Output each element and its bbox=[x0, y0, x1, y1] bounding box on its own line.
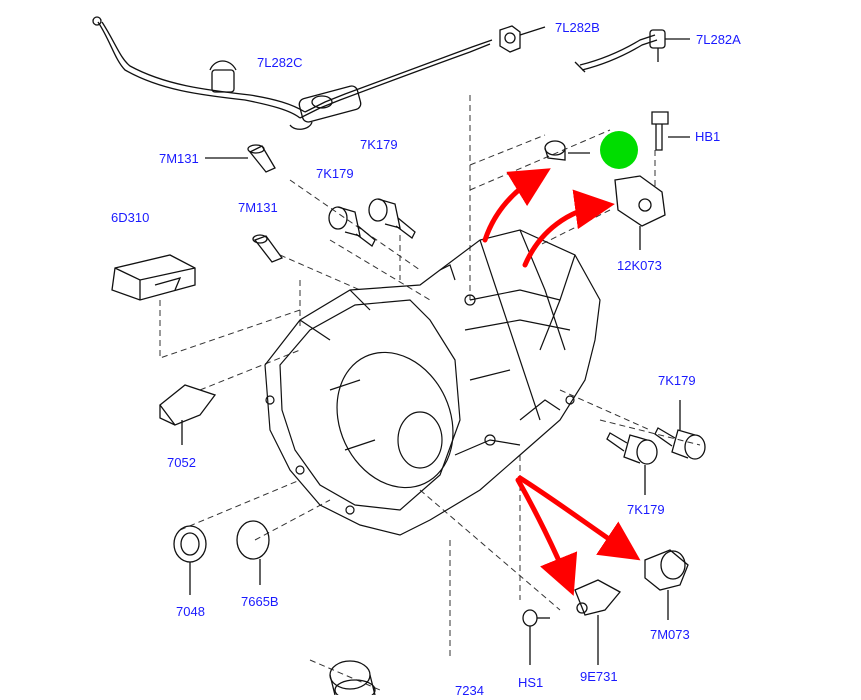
label-hb1[interactable]: HB1 bbox=[695, 129, 721, 144]
bolt-7k179-top-mid[interactable] bbox=[368, 198, 416, 239]
label-7052[interactable]: 7052 bbox=[167, 455, 196, 470]
label-9e731[interactable]: 9E731 bbox=[580, 669, 618, 684]
arrow-to-sensor-12k073 bbox=[522, 189, 615, 268]
arrow-to-sensor-9e731 bbox=[515, 477, 578, 596]
label-7m131-top[interactable]: 7M131 bbox=[159, 151, 199, 166]
bolt-7k179-right-top[interactable] bbox=[654, 400, 706, 460]
seal-7048[interactable] bbox=[173, 525, 207, 595]
label-12k073[interactable]: 12K073 bbox=[617, 258, 662, 273]
bolt-7k179-right-bottom[interactable] bbox=[606, 432, 658, 495]
bolt-7k179-top-left[interactable] bbox=[328, 206, 376, 247]
label-7l282b[interactable]: 7L282B bbox=[555, 20, 600, 35]
sensor-9e731[interactable] bbox=[574, 579, 622, 665]
label-7665b[interactable]: 7665B bbox=[241, 594, 279, 609]
label-7m073[interactable]: 7M073 bbox=[650, 627, 690, 642]
dashed-leader-lines bbox=[159, 95, 701, 691]
arrow-to-cap bbox=[482, 168, 551, 243]
cap-small-top[interactable] bbox=[544, 140, 590, 161]
label-7k179-tl[interactable]: 7K179 bbox=[316, 166, 354, 181]
transmission-housing[interactable] bbox=[264, 229, 601, 536]
plug-7m131-top[interactable] bbox=[205, 144, 276, 173]
label-7l282c[interactable]: 7L282C bbox=[257, 55, 303, 70]
label-hs1[interactable]: HS1 bbox=[518, 675, 544, 690]
bolt-hb1[interactable] bbox=[651, 111, 690, 151]
seal-7665b[interactable] bbox=[236, 520, 270, 585]
cover-6d310[interactable] bbox=[111, 254, 196, 301]
sensor-7m073[interactable] bbox=[644, 549, 689, 620]
arrow-to-sensor-7m073 bbox=[517, 475, 641, 561]
label-7k179-right-bottom[interactable]: 7K179 bbox=[627, 502, 665, 517]
bracket-7052[interactable] bbox=[159, 384, 217, 445]
hose-7l282a[interactable] bbox=[574, 29, 690, 73]
red-arrows bbox=[482, 168, 641, 596]
green-circle-marker bbox=[600, 131, 638, 169]
hose-7l282b[interactable] bbox=[499, 25, 546, 53]
label-7m131-mid[interactable]: 7M131 bbox=[238, 200, 278, 215]
label-6d310[interactable]: 6D310 bbox=[111, 210, 150, 225]
label-7048[interactable]: 7048 bbox=[176, 604, 205, 619]
sensor-12k073[interactable] bbox=[614, 175, 666, 250]
plug-7m131-mid[interactable] bbox=[252, 234, 284, 263]
bolt-hs1[interactable] bbox=[522, 609, 550, 665]
label-7234[interactable]: 7234 bbox=[455, 683, 484, 698]
bushing-7234[interactable] bbox=[329, 660, 376, 700]
label-7k179-tm[interactable]: 7K179 bbox=[360, 137, 398, 152]
label-7k179-right-top[interactable]: 7K179 bbox=[658, 373, 696, 388]
hose-7l282c-assembly[interactable] bbox=[92, 16, 493, 130]
label-7l282a[interactable]: 7L282A bbox=[696, 32, 741, 47]
